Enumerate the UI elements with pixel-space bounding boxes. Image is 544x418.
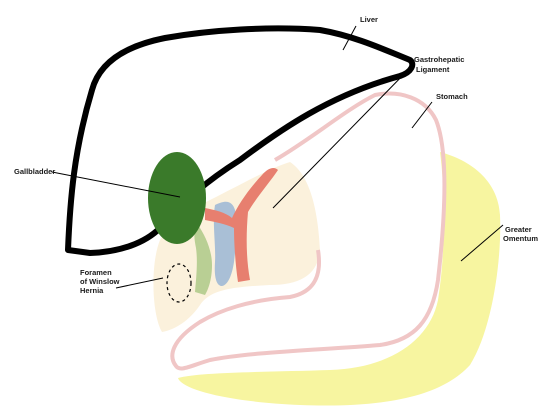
label-gallbladder: Gallbladder <box>14 167 55 176</box>
label-stomach: Stomach <box>436 92 468 101</box>
label-liver: Liver <box>360 15 378 24</box>
label-foramen-2: of Winslow <box>80 277 120 286</box>
label-greater-omentum-1: Greater <box>505 225 532 234</box>
label-greater-omentum-2: Omentum <box>503 234 538 243</box>
label-gastrohepatic-2: Ligament <box>416 65 450 74</box>
gallbladder <box>148 152 206 244</box>
stomach-leader <box>412 102 432 128</box>
label-foramen-1: Foramen <box>80 268 112 277</box>
label-gastrohepatic-1: Gastrohepatic <box>414 55 464 64</box>
label-foramen-3: Hernia <box>80 286 104 295</box>
